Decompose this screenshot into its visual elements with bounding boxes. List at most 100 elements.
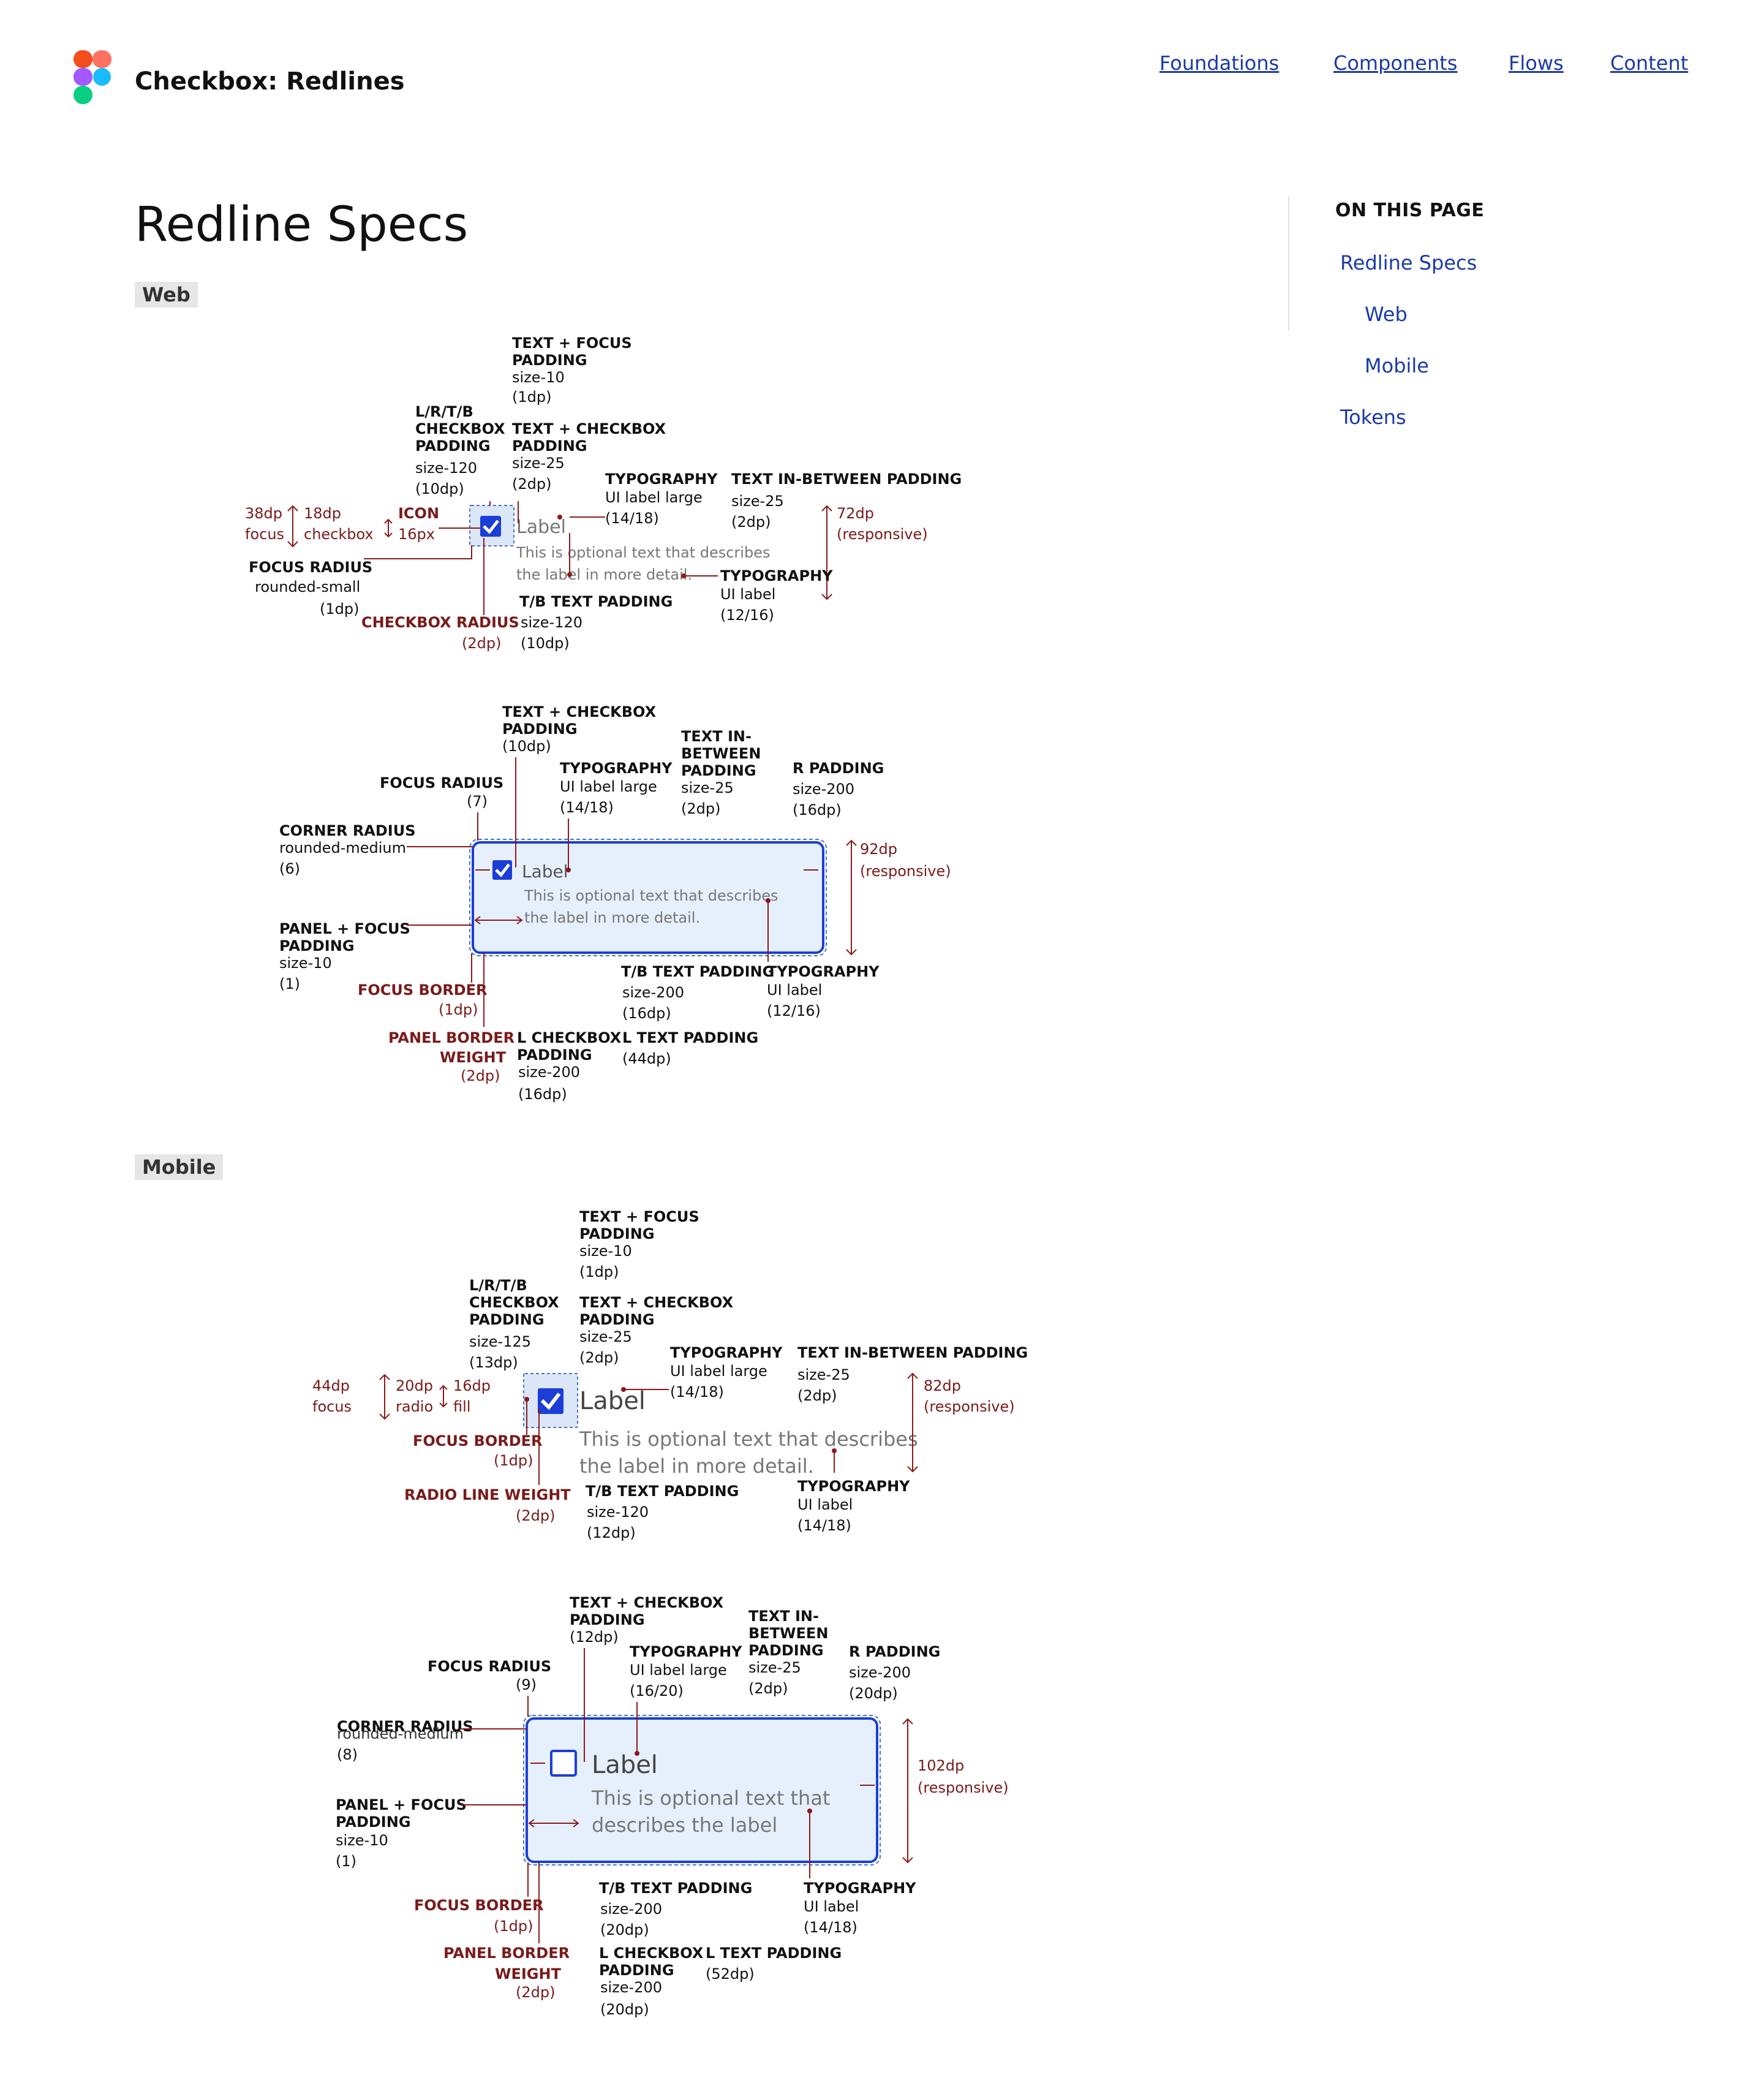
m2-tcp-a: TEXT + CHECKBOX [570, 1594, 724, 1611]
m2-tcp-b: PADDING [570, 1611, 645, 1628]
toc-heading: ON THIS PAGE [1335, 200, 1485, 221]
mobile-compact-spec: Label This is optional text that describ… [312, 1208, 1028, 1541]
w2-helper: This is optional text that describes [524, 887, 778, 904]
w1-typo1-v: UI label large [605, 489, 703, 506]
m1-tcp-dp: (2dp) [579, 1349, 619, 1366]
m1-fb: FOCUS BORDER [413, 1432, 543, 1450]
w2-label: Label [522, 861, 568, 882]
nav-content[interactable]: Content [1610, 51, 1689, 75]
w1-tfp-b: PADDING [512, 352, 587, 369]
toc-item-mobile[interactable]: Mobile [1365, 354, 1429, 377]
m2-checkbox-unchecked [550, 1750, 577, 1777]
w1-typo2-dp: (12/16) [720, 607, 774, 624]
m2-pfp-size: size-10 [336, 1832, 388, 1849]
w2-panel [472, 841, 824, 954]
w1-lrtb-dp: (10dp) [415, 480, 464, 497]
m2-tib-c: PADDING [748, 1642, 824, 1659]
m2-tcp-dp: (12dp) [570, 1628, 619, 1646]
w2-cr-v: rounded-medium [279, 839, 406, 856]
m2-panel [526, 1717, 878, 1863]
w1-icon-16: 16px [398, 526, 435, 543]
m1-fill-word: fill [453, 1398, 470, 1415]
w2-fr: FOCUS RADIUS [380, 774, 503, 792]
m1-lrtb-a: L/R/T/B [469, 1277, 527, 1294]
w2-rp-dp: (16dp) [793, 801, 842, 818]
m2-fr: FOCUS RADIUS [428, 1658, 551, 1675]
m2-lcp-dp: (20dp) [600, 2001, 649, 2018]
w1-lrtb-c: PADDING [415, 437, 491, 455]
web-compact-spec: Label This is optional text that describ… [245, 335, 962, 652]
checkmark-icon [483, 520, 499, 534]
m1-focus-word: focus [312, 1398, 352, 1415]
w2-ltp-dp: (44dp) [622, 1050, 671, 1067]
m1-label: Label [579, 1387, 646, 1415]
w1-typo1-dp: (14/18) [605, 510, 659, 527]
m1-radio-word: radio [396, 1398, 433, 1415]
m1-resp-82: 82dp [924, 1377, 961, 1394]
m2-rp-dp: (20dp) [849, 1685, 898, 1702]
w2-tib-a: TEXT IN- [681, 728, 752, 745]
w2-typo2-dp: (12/16) [767, 1002, 821, 1019]
w2-checkmark-icon [495, 863, 510, 877]
m2-lcp-size: size-200 [600, 1979, 662, 1996]
toc-item-tokens[interactable]: Tokens [1340, 406, 1406, 429]
m1-helper: This is optional text that describes [579, 1427, 918, 1451]
m2-lcp-a: L CHECKBOX [599, 1945, 704, 1962]
m2-ltp: L TEXT PADDING [706, 1945, 842, 1962]
w1-typo2-v: UI label [720, 586, 775, 603]
w1-tcp-size: size-25 [512, 455, 565, 472]
w2-cr: CORNER RADIUS [279, 822, 416, 839]
m2-helper: This is optional text that [591, 1786, 830, 1810]
w2-cr-dp: (6) [279, 860, 300, 877]
m2-tib-size: size-25 [748, 1659, 801, 1676]
w1-lrtb-a: L/R/T/B [415, 403, 473, 420]
w2-resp-92: 92dp [860, 841, 897, 858]
m2-tb: T/B TEXT PADDING [599, 1880, 752, 1897]
m1-helper-2: the label in more detail. [579, 1454, 814, 1478]
w2-fb-dp: (1dp) [439, 1001, 478, 1018]
w2-helper-2: the label in more detail. [524, 909, 700, 926]
w2-lcp-a: L CHECKBOX [517, 1029, 622, 1046]
m1-tcp-a: TEXT + CHECKBOX [579, 1294, 734, 1311]
w1-tcp-a: TEXT + CHECKBOX [512, 420, 666, 437]
m2-cr-v: rounded-medium [337, 1725, 464, 1742]
w1-typo1: TYPOGRAPHY [605, 471, 718, 488]
m2-resp-102: 102dp [918, 1757, 964, 1774]
nav-flows[interactable]: Flows [1509, 51, 1564, 75]
m2-pfp-b: PADDING [336, 1813, 411, 1831]
m2-typo1-v: UI label large [630, 1661, 727, 1679]
m2-tib-b: BETWEEN [748, 1625, 828, 1642]
w1-icon: ICON [398, 505, 439, 522]
nav-components[interactable]: Components [1333, 51, 1458, 75]
toc-item-redline-specs[interactable]: Redline Specs [1340, 251, 1477, 274]
m2-typo1: TYPOGRAPHY [630, 1643, 742, 1660]
w2-lcp-size: size-200 [518, 1064, 580, 1081]
m1-fill-16: 16dp [453, 1377, 491, 1394]
nav-foundations[interactable]: Foundations [1159, 51, 1280, 75]
w1-tb-dp: (10dp) [521, 635, 570, 652]
m2-pbw-a: PANEL BORDER [443, 1945, 570, 1962]
m1-tcp-b: PADDING [579, 1311, 655, 1328]
m2-typo1-dp: (16/20) [630, 1682, 684, 1699]
w1-focus-38: 38dp [245, 505, 282, 522]
m2-ltp-dp: (52dp) [706, 1965, 755, 1983]
w2-ltp: L TEXT PADDING [622, 1029, 758, 1046]
w2-fb: FOCUS BORDER [358, 981, 488, 999]
toc-item-web[interactable]: Web [1365, 303, 1408, 326]
w2-pfp-b: PADDING [279, 937, 355, 955]
m1-focus-44: 44dp [312, 1377, 350, 1394]
w2-resp-word: (responsive) [860, 863, 951, 880]
w1-tb-size: size-120 [521, 614, 582, 631]
sample-label: Label [516, 516, 566, 538]
m1-rlw-dp: (2dp) [516, 1507, 555, 1524]
w2-lcp-dp: (16dp) [518, 1086, 567, 1103]
w1-fr: FOCUS RADIUS [249, 559, 372, 576]
w2-tib-size: size-25 [681, 779, 734, 796]
toc-divider [1288, 196, 1289, 331]
m1-typo1: TYPOGRAPHY [670, 1344, 783, 1361]
w1-tcp-b: PADDING [512, 437, 587, 455]
w1-lrtb-size: size-120 [415, 459, 477, 477]
m2-typo2-v: UI label [804, 1898, 859, 1915]
m2-fr-dp: (9) [516, 1676, 537, 1693]
